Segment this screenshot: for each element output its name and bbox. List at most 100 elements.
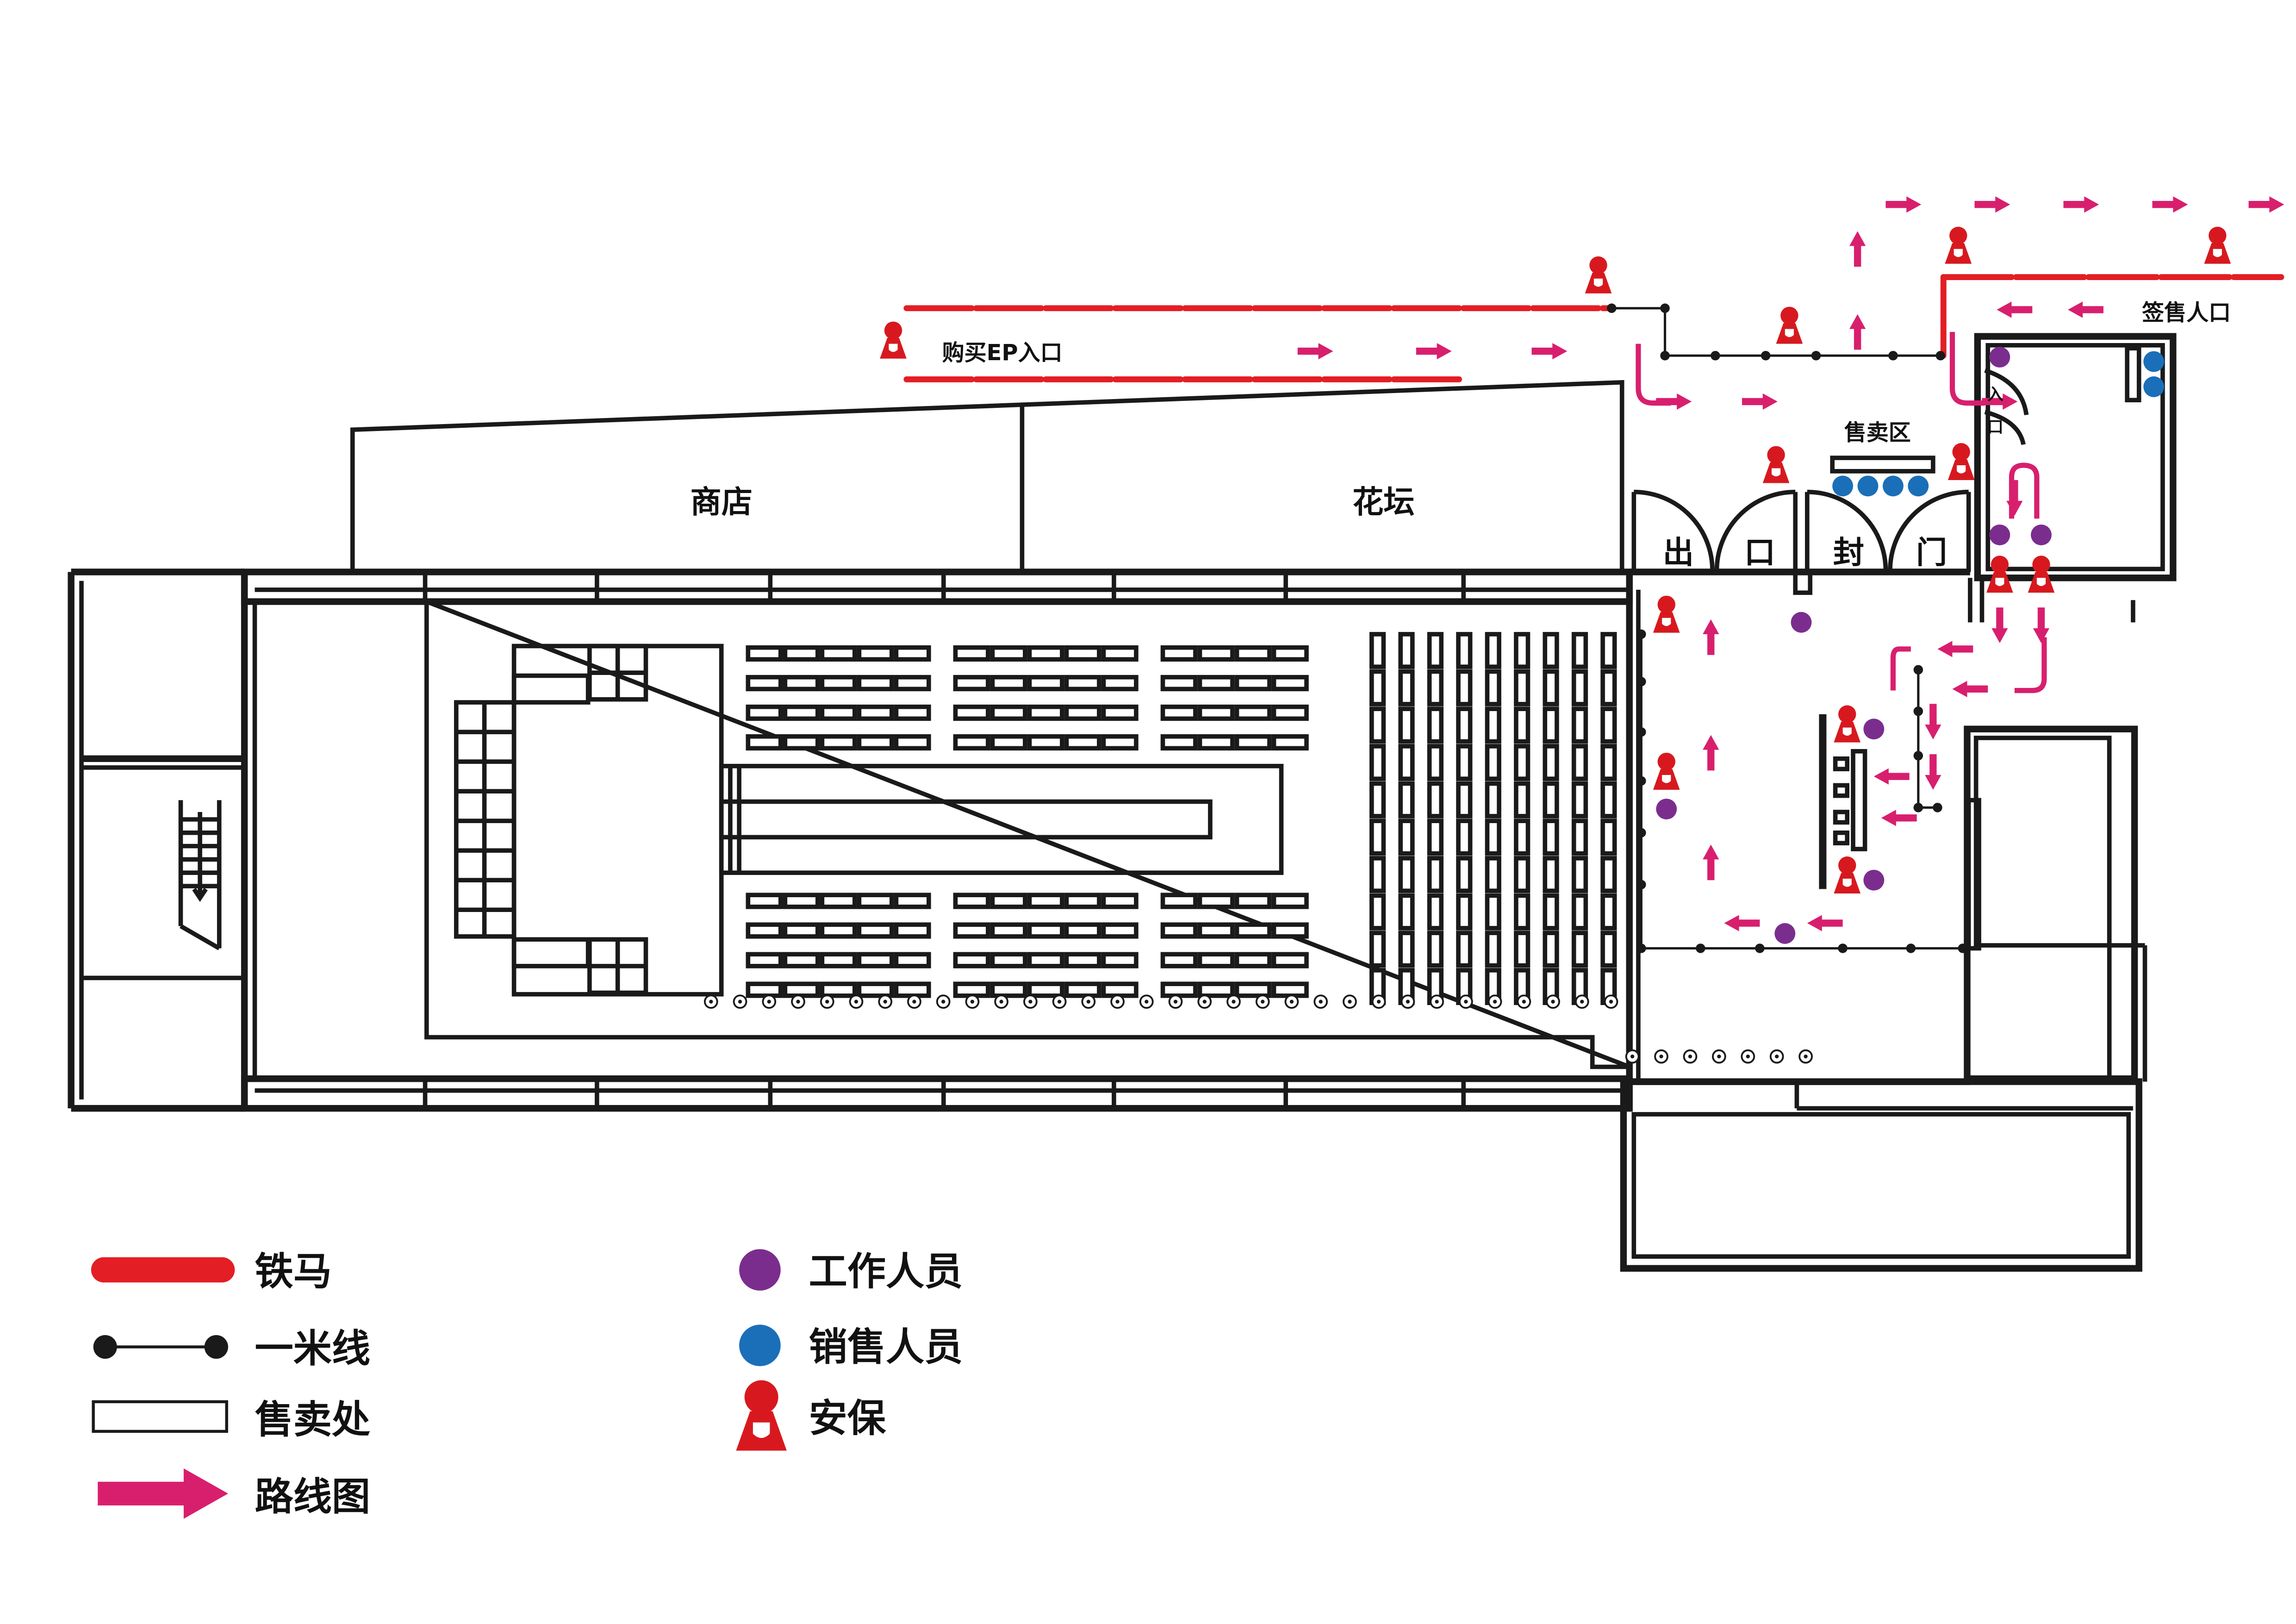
seat bbox=[990, 952, 1027, 968]
seat bbox=[1064, 893, 1101, 909]
post-marker bbox=[1604, 994, 1618, 1009]
seat bbox=[1064, 922, 1101, 939]
sales-staff-marker bbox=[1857, 475, 1879, 497]
seat bbox=[990, 734, 1027, 751]
seat bbox=[1543, 856, 1559, 893]
sales-staff-marker bbox=[2143, 376, 2165, 397]
seat bbox=[783, 981, 820, 998]
rope-post-dot bbox=[1913, 665, 1923, 675]
exit-char-2: 口 bbox=[1744, 534, 1775, 570]
post-marker bbox=[1139, 994, 1154, 1009]
seat bbox=[1427, 744, 1444, 781]
seat bbox=[746, 645, 783, 662]
seat bbox=[1369, 931, 1386, 968]
route-arrow-icon bbox=[2068, 301, 2103, 318]
security-guard-icon bbox=[1834, 856, 1861, 894]
post-marker bbox=[762, 994, 777, 1009]
seat bbox=[894, 981, 931, 998]
seat bbox=[1427, 781, 1444, 818]
seat bbox=[894, 734, 931, 751]
rope-post-dot bbox=[1660, 303, 1670, 313]
seat bbox=[953, 704, 990, 721]
seat bbox=[1369, 856, 1386, 893]
staff-marker bbox=[1774, 923, 1796, 944]
seat bbox=[820, 893, 857, 909]
seat bbox=[857, 675, 894, 692]
seat bbox=[1571, 818, 1588, 856]
seat bbox=[1027, 704, 1064, 721]
post-marker bbox=[1546, 994, 1560, 1009]
rope-post-dot bbox=[1811, 350, 1821, 361]
seat bbox=[953, 645, 990, 662]
seat bbox=[1064, 704, 1101, 721]
rope-post-dot bbox=[1636, 943, 1646, 953]
security-guard-icon bbox=[1948, 443, 1975, 481]
seat bbox=[953, 922, 990, 939]
post-marker bbox=[1741, 1049, 1755, 1064]
post-marker bbox=[1023, 994, 1038, 1009]
rope-post-dot bbox=[1838, 943, 1848, 953]
security-guard-icon bbox=[1762, 446, 1790, 483]
seat bbox=[1485, 744, 1501, 781]
seat bbox=[746, 675, 783, 692]
seat bbox=[1027, 675, 1064, 692]
ticket-entrance-label: 签售人口 bbox=[2142, 300, 2231, 325]
seat bbox=[1160, 734, 1198, 751]
seat bbox=[990, 675, 1027, 692]
seat bbox=[746, 734, 783, 751]
legend-label-one-meter-line: 一米线 bbox=[255, 1326, 371, 1371]
seat bbox=[1197, 734, 1235, 751]
one-meter-posts bbox=[1607, 303, 1968, 953]
route-arrow-icon bbox=[2248, 196, 2284, 213]
route-arrow-icon bbox=[1974, 196, 2010, 213]
seat bbox=[1571, 781, 1588, 818]
seat bbox=[1234, 734, 1272, 751]
sales-staff-dot-icon bbox=[739, 1324, 781, 1367]
seat bbox=[1543, 931, 1559, 968]
seat bbox=[1398, 856, 1415, 893]
seat bbox=[1064, 675, 1101, 692]
route-arrow-icon bbox=[1531, 343, 1568, 360]
rope-post-dot bbox=[1607, 303, 1617, 313]
post-marker bbox=[1574, 994, 1589, 1009]
sales-staff-marker bbox=[1908, 475, 1929, 497]
seat bbox=[1101, 893, 1139, 909]
seat bbox=[990, 893, 1027, 909]
seat bbox=[1197, 704, 1235, 721]
seat bbox=[1571, 706, 1588, 744]
post-marker bbox=[1226, 994, 1241, 1009]
route-arrow-icon bbox=[1937, 641, 1973, 657]
seat bbox=[1369, 744, 1386, 781]
post-marker bbox=[1654, 1049, 1668, 1064]
seat bbox=[1543, 632, 1559, 669]
route-arrow-icon bbox=[1849, 231, 1866, 267]
seat bbox=[1456, 632, 1473, 669]
seat bbox=[783, 734, 820, 751]
iron-barriers bbox=[903, 274, 2284, 382]
seat bbox=[1600, 781, 1617, 818]
sales-area-label: 售卖区 bbox=[1844, 420, 1911, 446]
sealed-char-2: 门 bbox=[1916, 534, 1947, 570]
seat bbox=[1101, 734, 1139, 751]
sealed-char-1: 封 bbox=[1833, 534, 1864, 570]
post-marker bbox=[1052, 994, 1067, 1009]
rope-post-dot bbox=[1913, 706, 1923, 716]
seat bbox=[894, 704, 931, 721]
post-marker bbox=[1168, 994, 1183, 1009]
security-guard-icon bbox=[1653, 752, 1680, 790]
seat bbox=[1234, 981, 1272, 998]
security-guard-icon bbox=[2204, 226, 2231, 264]
seat bbox=[820, 645, 857, 662]
post-marker bbox=[936, 994, 951, 1009]
seat bbox=[1398, 893, 1415, 931]
rope-post-dot bbox=[1906, 943, 1916, 953]
seat bbox=[1160, 922, 1198, 939]
seat bbox=[1369, 818, 1386, 856]
seat bbox=[1543, 818, 1559, 856]
post-marker bbox=[1487, 994, 1502, 1009]
legend-item-one-meter-line: 一米线 bbox=[93, 1326, 370, 1371]
rope-post-dot bbox=[1761, 350, 1771, 361]
seat bbox=[1514, 818, 1531, 856]
seat bbox=[857, 893, 894, 909]
route-arrow-icon bbox=[1703, 844, 1719, 881]
